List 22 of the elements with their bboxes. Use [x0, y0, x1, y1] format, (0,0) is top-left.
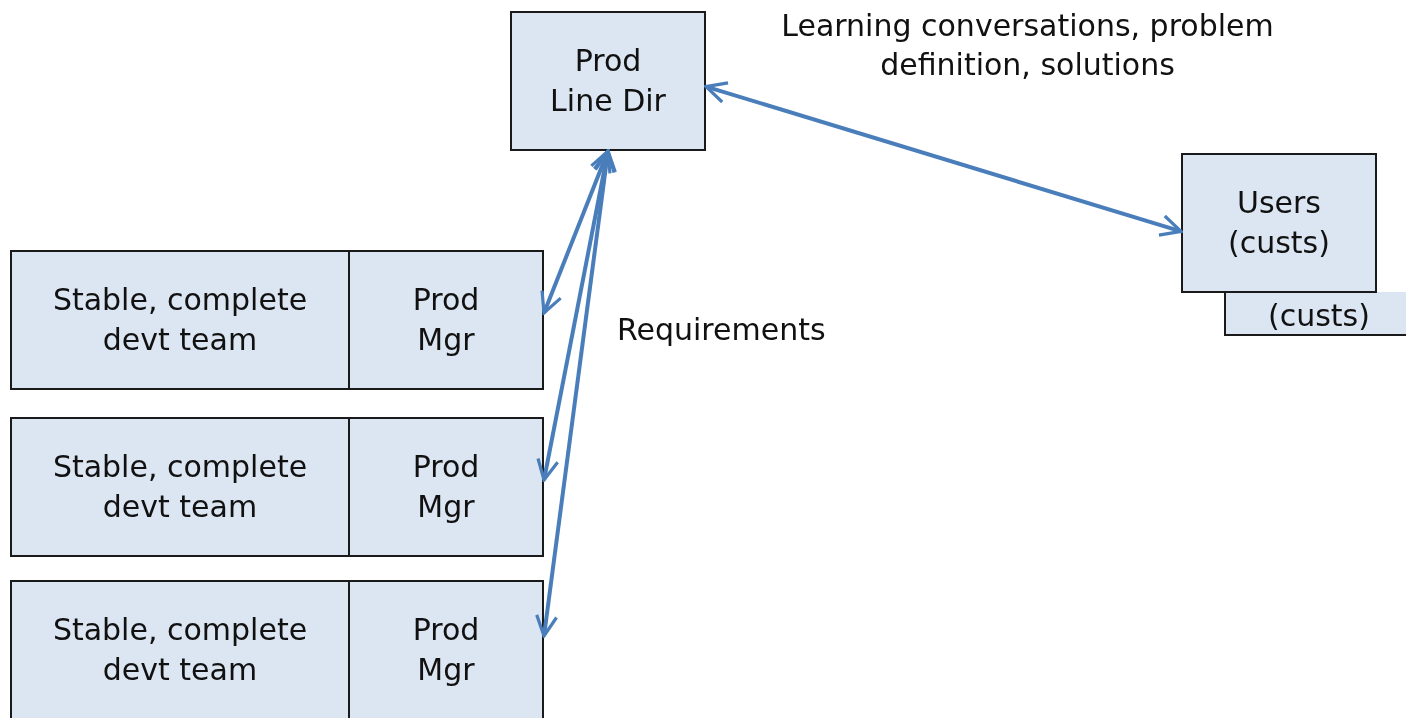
process-box — [348, 580, 544, 718]
box-label: Users (custs) — [1227, 183, 1331, 262]
process-box — [348, 250, 544, 390]
arrow — [704, 81, 1183, 237]
box-label: Stable, complete devt team — [51, 447, 309, 526]
process-box — [510, 11, 706, 151]
box-label: Prod Line Dir — [549, 41, 667, 120]
process-box — [1181, 153, 1377, 293]
process-box — [1224, 292, 1406, 336]
box-label: Stable, complete devt team — [51, 280, 309, 359]
arrow — [540, 149, 612, 315]
process-box — [10, 250, 350, 390]
box-label: Prod Mgr — [411, 280, 481, 359]
box-label: Prod Mgr — [411, 610, 481, 689]
process-box — [10, 580, 350, 718]
box-label: Stable, complete devt team — [51, 610, 309, 689]
note-label: Requirements — [617, 311, 826, 349]
box-label: Prod Mgr — [411, 447, 481, 526]
process-box — [348, 417, 544, 557]
arrow — [535, 149, 617, 638]
process-box — [10, 417, 350, 557]
box-label: (custs) — [1268, 299, 1370, 332]
